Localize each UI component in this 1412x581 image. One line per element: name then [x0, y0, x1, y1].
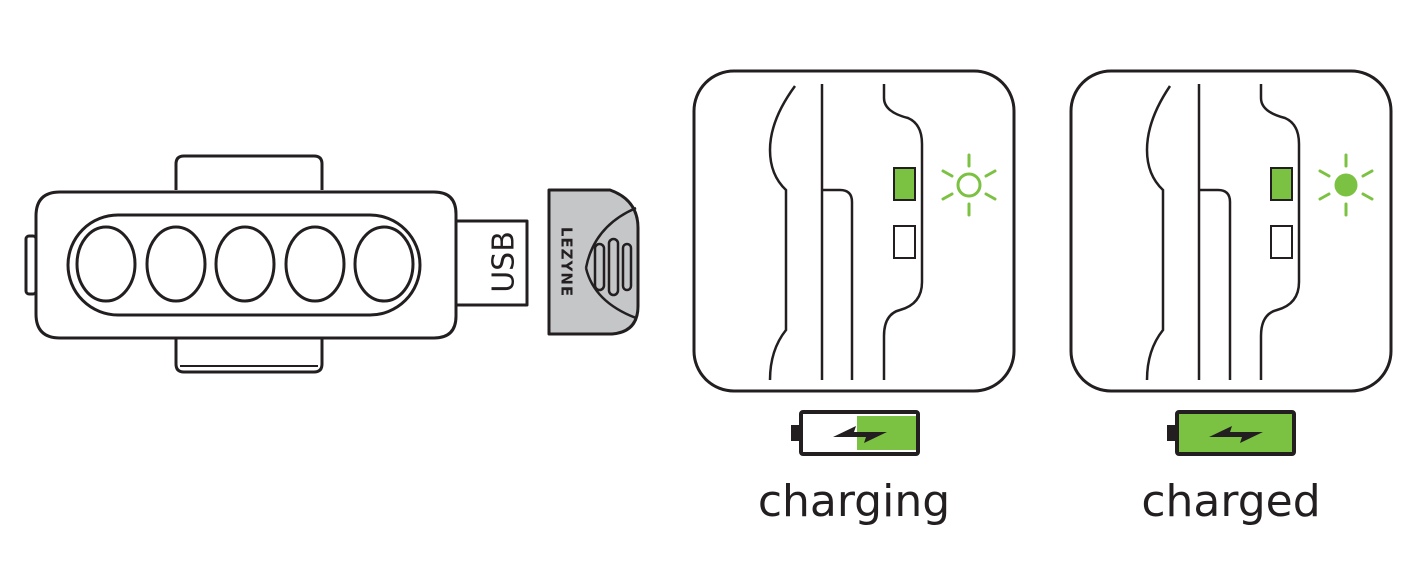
lens — [75, 225, 137, 303]
top-clamp — [174, 154, 324, 190]
light-blink-icon — [941, 153, 997, 217]
usb-label: USB — [487, 231, 522, 293]
battery-full-icon — [1167, 410, 1296, 456]
battery-half-icon — [791, 410, 920, 456]
usb-plug — [454, 219, 529, 307]
lens — [214, 225, 276, 303]
charging-label: charging — [758, 476, 950, 527]
indicator-led-bottom — [1270, 225, 1293, 259]
charging-panel — [692, 69, 1016, 393]
lens — [353, 225, 415, 303]
bike-light — [24, 154, 529, 374]
indicator-led-top — [893, 167, 916, 201]
lens — [145, 225, 207, 303]
indicator-led-top — [1270, 167, 1293, 201]
cap-brand-text: LEZYNE — [558, 227, 576, 297]
lightning-bolt-icon — [833, 426, 887, 443]
bottom-clamp — [174, 330, 324, 374]
light-solid-icon — [1318, 153, 1374, 217]
usb-cap: LEZYNE — [547, 188, 640, 336]
end-button — [24, 234, 38, 296]
lightning-bolt-icon — [1209, 426, 1263, 443]
lens — [284, 225, 346, 303]
indicator-led-bottom — [893, 225, 916, 259]
charged-panel — [1069, 69, 1393, 393]
charged-label: charged — [1141, 476, 1320, 527]
